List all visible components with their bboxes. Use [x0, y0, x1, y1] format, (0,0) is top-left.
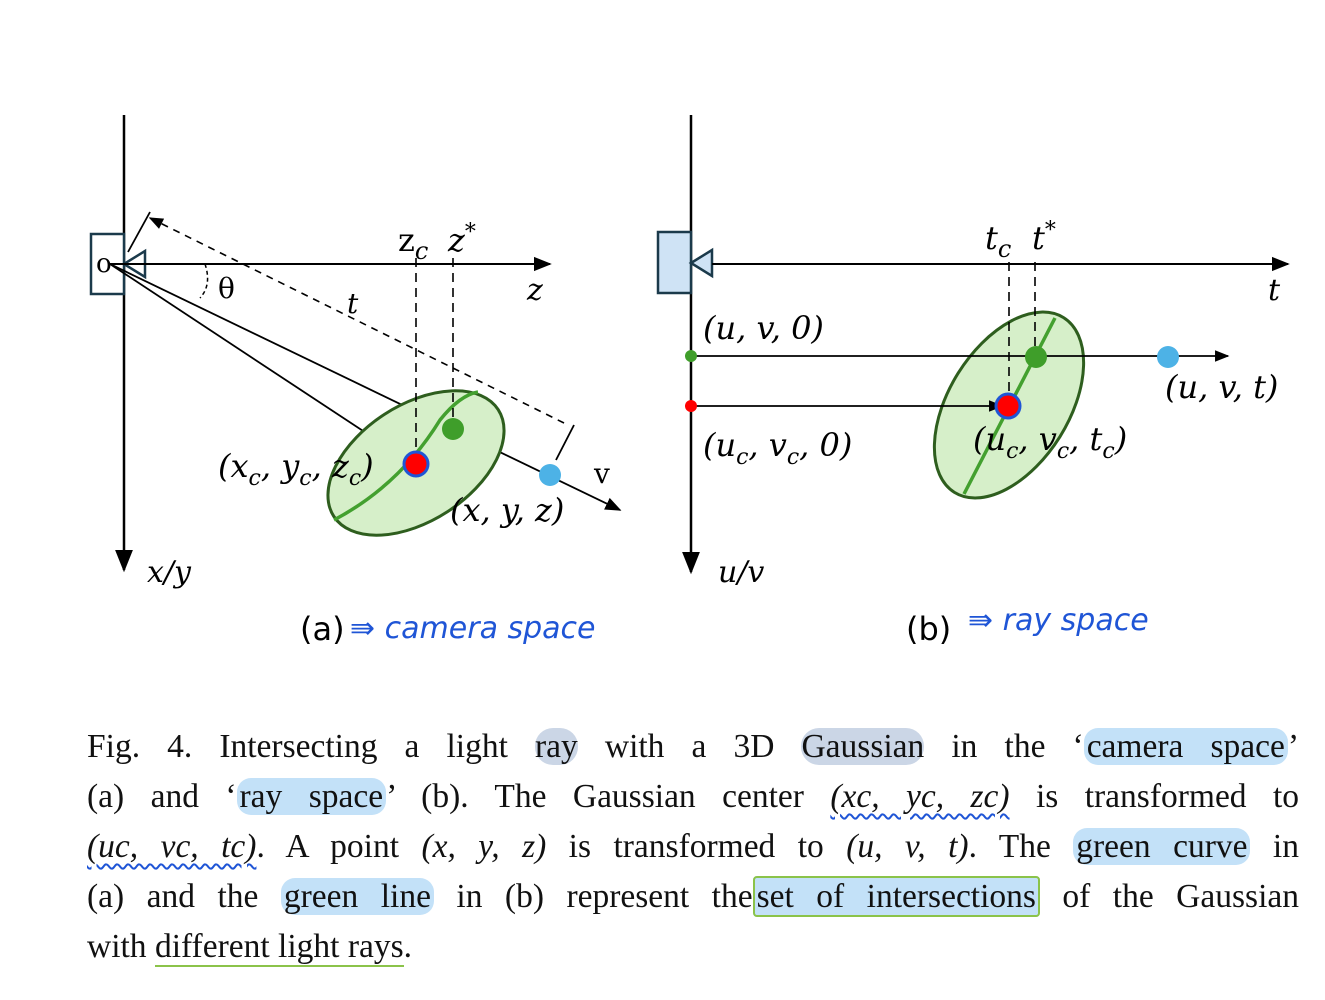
caption-text: is transformed to	[1009, 778, 1300, 815]
highlight-ray: ray	[535, 728, 578, 765]
panel-b-tag: (b)	[906, 610, 951, 648]
t-axis-label: t	[1268, 273, 1281, 308]
tc-label: tc	[985, 219, 1011, 263]
green-start-point	[685, 350, 697, 362]
caption-text: in	[1250, 828, 1299, 865]
center-point-a	[402, 450, 430, 478]
theta-arc	[199, 263, 209, 299]
math-point-xyz: (x, y, z)	[421, 828, 547, 865]
t-end-tick	[555, 424, 575, 461]
caption-text: ’ (b). The Gaussian center	[386, 778, 831, 815]
green-curve	[333, 390, 479, 522]
caption-text: Fig. 4. Intersecting a light	[87, 728, 536, 765]
ray-v	[109, 263, 622, 511]
caption-text: .	[403, 928, 413, 965]
caption-line-5: with different light rays.	[87, 922, 1299, 972]
caption-text: is transformed to	[546, 828, 847, 865]
underlined-different-light-rays: different light rays	[154, 928, 404, 967]
theta-label: θ	[218, 272, 235, 305]
caption-line-4: (a) and the green line in (b) represent …	[87, 872, 1299, 922]
t-start-tick	[127, 211, 151, 253]
red-start-point	[685, 400, 697, 412]
zc-label: zc	[398, 221, 428, 265]
uvt-label: (u, v, t)	[1165, 368, 1278, 406]
green-point-b	[1025, 346, 1047, 368]
panel-a-annotation: ⇛ camera space	[350, 611, 596, 646]
figure: o z t θ zc z* v (xc, yc, zc) (x, y, z) x…	[89, 115, 1290, 648]
camera-lens-b	[688, 247, 714, 279]
panel-b: t tc t* (u, v, 0) (uc, vc, 0) (u, v, t) …	[656, 115, 1290, 648]
highlight-green-line: green line	[280, 878, 434, 915]
t-dashed-line	[148, 217, 569, 426]
ucvc0-label: (uc, vc, 0)	[703, 426, 852, 470]
panel-a-tag: (a)	[300, 610, 345, 648]
center-point-b	[994, 392, 1022, 420]
t-label: t	[347, 287, 359, 320]
math-point-uvt: (u, v, t)	[846, 828, 969, 865]
caption-text: in (b) represent the	[433, 878, 753, 915]
origin-label: o	[96, 249, 112, 279]
zstar-label: z*	[447, 220, 476, 259]
caption-text: in the ‘	[924, 728, 1084, 765]
underlined-center-xyz: (xc, yc, zc)	[830, 778, 1010, 815]
caption-line-1: Fig. 4. Intersecting a light ray with a …	[87, 722, 1299, 772]
panel-a: o z t θ zc z* v (xc, yc, zc) (x, y, z) x…	[89, 115, 622, 648]
figure-caption: Fig. 4. Intersecting a light ray with a …	[87, 722, 1299, 972]
ucvctc-label: (uc, vc, tc)	[973, 420, 1127, 464]
xy-axis-label: x/y	[147, 555, 192, 590]
caption-text: (a) and the	[87, 878, 281, 915]
ray-center	[109, 263, 406, 459]
caption-text: with a 3D	[577, 728, 802, 765]
z-axis-label: z	[526, 273, 543, 308]
camera-body-b	[656, 230, 693, 295]
center-label-a: (xc, yc, zc)	[218, 447, 374, 491]
point-label-a: (x, y, z)	[450, 491, 564, 529]
caption-text: with	[87, 928, 155, 965]
caption-text: . The	[968, 828, 1074, 865]
green-point-a	[442, 418, 464, 440]
caption-text: ’	[1287, 728, 1300, 765]
caption-line-2: (a) and ‘ray space’ (b). The Gaussian ce…	[87, 772, 1299, 822]
caption-text: (a) and ‘	[87, 778, 237, 815]
tstar-label: t*	[1032, 218, 1056, 257]
v-label: v	[593, 457, 610, 490]
caption-text: . A point	[256, 828, 422, 865]
caption-line-3: (uc, vc, tc). A point (x, y, z) is trans…	[87, 822, 1299, 872]
caption-text: of the Gaussian	[1039, 878, 1299, 915]
blue-point-b	[1157, 346, 1179, 368]
uv0-label: (u, v, 0)	[703, 309, 824, 347]
uv-axis-label: u/v	[718, 555, 764, 590]
boxed-set-of-intersections: set of intersections	[752, 876, 1040, 917]
highlight-gaussian: Gaussian	[801, 728, 925, 765]
highlight-ray-space: ray space	[236, 778, 387, 815]
underlined-center-uvt: (uc, vc, tc)	[87, 828, 257, 865]
panel-b-annotation: ⇛ ray space	[968, 603, 1149, 638]
highlight-camera-space: camera space	[1083, 728, 1288, 765]
highlight-green-curve: green curve	[1073, 828, 1251, 865]
blue-point-a	[539, 464, 561, 486]
